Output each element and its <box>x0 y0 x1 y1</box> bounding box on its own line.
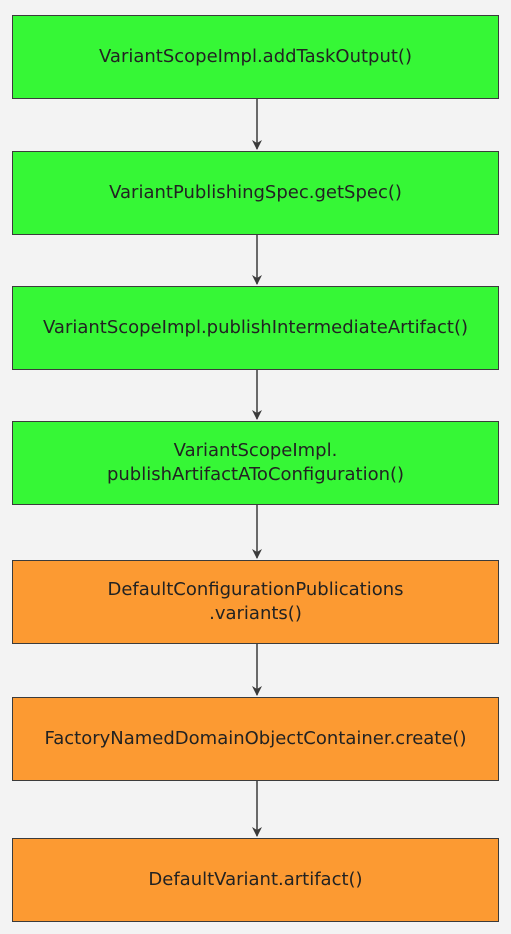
node-configuration-publications-variants: DefaultConfigurationPublications .varian… <box>12 560 499 644</box>
node-get-spec: VariantPublishingSpec.getSpec() <box>12 151 499 235</box>
node-label: FactoryNamedDomainObjectContainer.create… <box>44 728 467 749</box>
node-container-create: FactoryNamedDomainObjectContainer.create… <box>12 697 499 781</box>
node-label: VariantScopeImpl. publishArtifactAToConf… <box>106 440 405 485</box>
node-label: DefaultVariant.artifact() <box>148 869 363 890</box>
node-publish-intermediate-artifact: VariantScopeImpl.publishIntermediateArti… <box>12 286 499 370</box>
node-label: VariantScopeImpl.addTaskOutput() <box>99 46 412 67</box>
node-add-task-output: VariantScopeImpl.addTaskOutput() <box>12 15 499 99</box>
node-default-variant-artifact: DefaultVariant.artifact() <box>12 838 499 922</box>
node-label: VariantPublishingSpec.getSpec() <box>109 182 402 203</box>
node-label: DefaultConfigurationPublications .varian… <box>107 579 404 624</box>
node-publish-artifact-to-configuration: VariantScopeImpl. publishArtifactAToConf… <box>12 421 499 505</box>
node-label: VariantScopeImpl.publishIntermediateArti… <box>43 317 468 338</box>
